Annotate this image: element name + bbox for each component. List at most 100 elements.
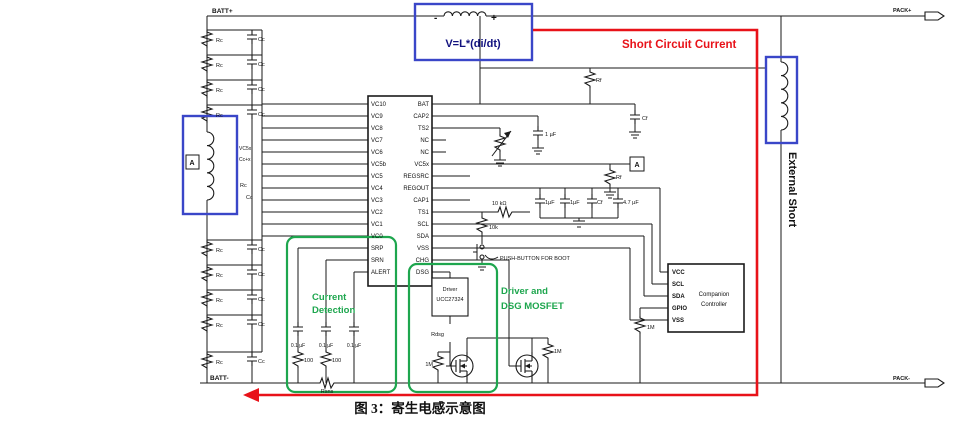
parasitic-inductor-coil [206, 131, 215, 201]
cc-capacitor [246, 264, 258, 280]
driver-body [431, 277, 469, 317]
driver-name-line1: Driver [443, 287, 458, 293]
sense-100-label: 100 [304, 358, 313, 364]
push-button-note: PUSH-BUTTON FOR BOOT [500, 256, 571, 262]
companion-pin-sda: SDA [672, 294, 685, 300]
companion-pin-vcc: VCC [672, 270, 685, 276]
cc-capacitor [246, 54, 258, 70]
parasitic-inductance-highlight-top [413, 2, 534, 62]
ic-pin-cap2: CAP2 [413, 114, 429, 120]
ic-pin-srn: SRN [371, 258, 384, 264]
rf2-resistor [604, 167, 616, 187]
ccx-tap-label: Cc+x [239, 157, 251, 163]
sense-100-label: 100 [332, 358, 341, 364]
cc-label: Cc [258, 112, 265, 118]
short-circuit-current-note: Short Circuit Current [622, 39, 737, 51]
ic-pin-vc5: VC5 [371, 174, 383, 180]
parasitic-inductance-highlight-left [181, 114, 239, 216]
ic-pin-ts1: TS1 [418, 210, 430, 216]
batt-minus-label: BATT- [210, 375, 229, 382]
cc-label: Cc [258, 247, 265, 253]
driver-mosfet-note-line1: Driver and [501, 286, 548, 297]
marker-a-box-right [629, 156, 645, 172]
companion-body [667, 263, 745, 333]
ic-pin-ts2: TS2 [418, 126, 430, 132]
rf-label: Rf [596, 78, 602, 84]
ic-pin-vc4: VC4 [371, 186, 383, 192]
external-short-highlight [764, 55, 799, 145]
circuit-wires [200, 15, 925, 384]
ic-pin-regout: REGOUT [403, 186, 429, 192]
sense-01uf-capacitor [320, 321, 332, 337]
cc-capacitor [246, 351, 258, 367]
ic-pin-vc10: VC10 [371, 102, 387, 108]
reg-capacitor [586, 193, 598, 209]
external-short-note: External Short [786, 152, 798, 228]
rc-label: Rc [216, 298, 223, 304]
driver-mosfet-highlight [407, 262, 499, 394]
companion-pin-vss: VSS [672, 318, 684, 324]
ladder-labels: Rc Rc Rc Rc Rc Rc Rc Rc Rc Rc Cc Cc Cc C… [216, 37, 265, 366]
chg-1m-resistor [542, 341, 554, 361]
ic-pin-vc5b: VC5b [371, 162, 387, 168]
ic-pin-vc9: VC9 [371, 114, 383, 120]
cc-label: Cc [258, 359, 265, 365]
cc-label: Cc [258, 322, 265, 328]
rf2-label: Rf [616, 175, 622, 181]
cc-label: Cc [258, 297, 265, 303]
ic-pin-regsrc: REGSRC [403, 174, 429, 180]
cc-label: Cc [258, 87, 265, 93]
push-button-contact [479, 254, 485, 260]
rc-label: Rc [216, 88, 223, 94]
cc-capacitor [246, 29, 258, 45]
gpio-1m-label: 1M [647, 325, 655, 331]
rsns-resistor [317, 377, 337, 389]
sense-01uf-capacitor [292, 321, 304, 337]
ic-pin-vc7: VC7 [371, 138, 383, 144]
r10k-resistor [476, 215, 488, 235]
cap2-1uf-capacitor [532, 125, 544, 141]
inductor-plus-sign: + [491, 13, 497, 24]
marker-a-left: A [189, 160, 194, 167]
companion-name-line2: Controller [701, 302, 727, 308]
ic-pin-srp: SRP [371, 246, 383, 252]
figure-caption: 图 3：寄生电感示意图 [354, 400, 486, 416]
rf-resistor [584, 69, 596, 89]
cf-capacitor [629, 109, 641, 125]
push-button-contact [479, 244, 485, 250]
marker-a-right: A [634, 162, 639, 169]
rc-label: Rc [240, 183, 247, 189]
current-detection-highlight [285, 235, 398, 394]
cc-capacitor [246, 239, 258, 255]
sense-01uf-label: 0.1 µF [319, 343, 333, 349]
vc5x-tap-label: VC5x [239, 146, 252, 152]
r10kohm-label: 10 kΩ [492, 201, 507, 207]
ic-body [367, 95, 433, 287]
ic-pin-sda: SDA [417, 234, 429, 240]
thermistor-arrowhead [504, 131, 511, 138]
reg-capacitor [612, 193, 624, 209]
ic-right-pin-labels: BAT CAP2 TS2 NC NC VC5x REGSRC REGOUT CA… [403, 102, 429, 276]
companion-name-line1: Companion [699, 292, 730, 298]
external-short-inductor-coil [780, 61, 789, 131]
sense-01uf-capacitor [348, 321, 360, 337]
cf-label: Cf [642, 116, 648, 122]
sense-100-resistor [292, 349, 304, 369]
pack-plus-label: PACK+ [893, 8, 911, 14]
short-circuit-current-arrow [258, 28, 759, 397]
r10kohm-resistor [495, 206, 515, 218]
ic-pin-vc6: VC6 [371, 150, 383, 156]
companion-labels: VCC SCL SDA GPIO VSS Companion Controlle… [672, 270, 729, 324]
ic-pin-chg: CHG [416, 258, 430, 264]
cap2-1uf-label: 1 µF [545, 132, 557, 138]
cc-capacitor [246, 104, 258, 120]
pack-plus-connector [924, 11, 945, 21]
ic-pin-scl: SCL [417, 222, 429, 228]
cc-label: Cc [258, 37, 265, 43]
push-button-callout-curve [484, 254, 499, 260]
current-detection-note-line2: Detection [312, 305, 355, 316]
gpio-1m-resistor [634, 315, 646, 335]
ic-pin-vc1: VC1 [371, 222, 383, 228]
rc-label: Rc [216, 360, 223, 366]
ic-pin-bat: BAT [418, 102, 430, 108]
